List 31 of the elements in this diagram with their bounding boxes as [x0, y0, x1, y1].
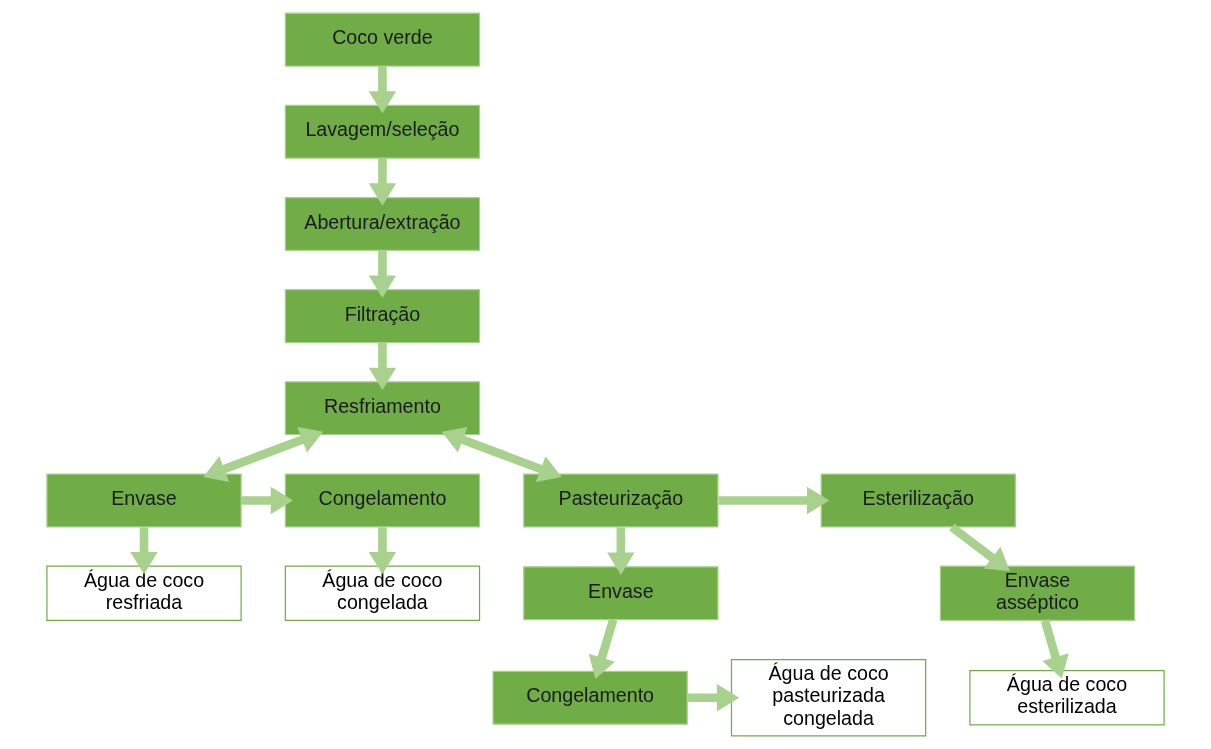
node-box: Água de coco esterilizada — [969, 670, 1165, 726]
node-box: Envase asséptico — [939, 565, 1136, 621]
arrow — [718, 486, 830, 515]
node-box: Envase — [46, 473, 242, 528]
arrow — [607, 527, 635, 575]
node-box: Resfriamento — [284, 381, 481, 436]
arrow — [687, 684, 740, 712]
node-box: Coco verde — [284, 12, 481, 67]
arrow — [368, 342, 397, 391]
node-box: Filtração — [284, 289, 481, 344]
node-box: Envase — [523, 566, 719, 621]
arrow — [368, 66, 397, 114]
arrow — [203, 426, 324, 482]
node-box: Água de coco resfriada — [46, 565, 242, 621]
arrow — [241, 486, 294, 515]
node-box: Pasteurização — [523, 473, 719, 528]
node-box: Congelamento — [284, 473, 481, 528]
arrow — [130, 527, 158, 575]
node-box: Água de coco congelada — [284, 565, 481, 621]
node-box: Abertura/extração — [284, 196, 481, 251]
arrow — [368, 250, 397, 298]
arrow — [368, 527, 397, 575]
arrow — [368, 158, 397, 206]
node-box: Congelamento — [492, 670, 688, 725]
arrow — [588, 618, 618, 680]
node-box: Água de coco pasteurizada congelada — [730, 659, 927, 737]
arrow — [949, 523, 1010, 572]
arrow — [1040, 619, 1069, 679]
node-box: Esterilização — [820, 473, 1016, 528]
node-box: Lavagem/seleção — [284, 104, 481, 159]
arrow — [441, 426, 562, 482]
